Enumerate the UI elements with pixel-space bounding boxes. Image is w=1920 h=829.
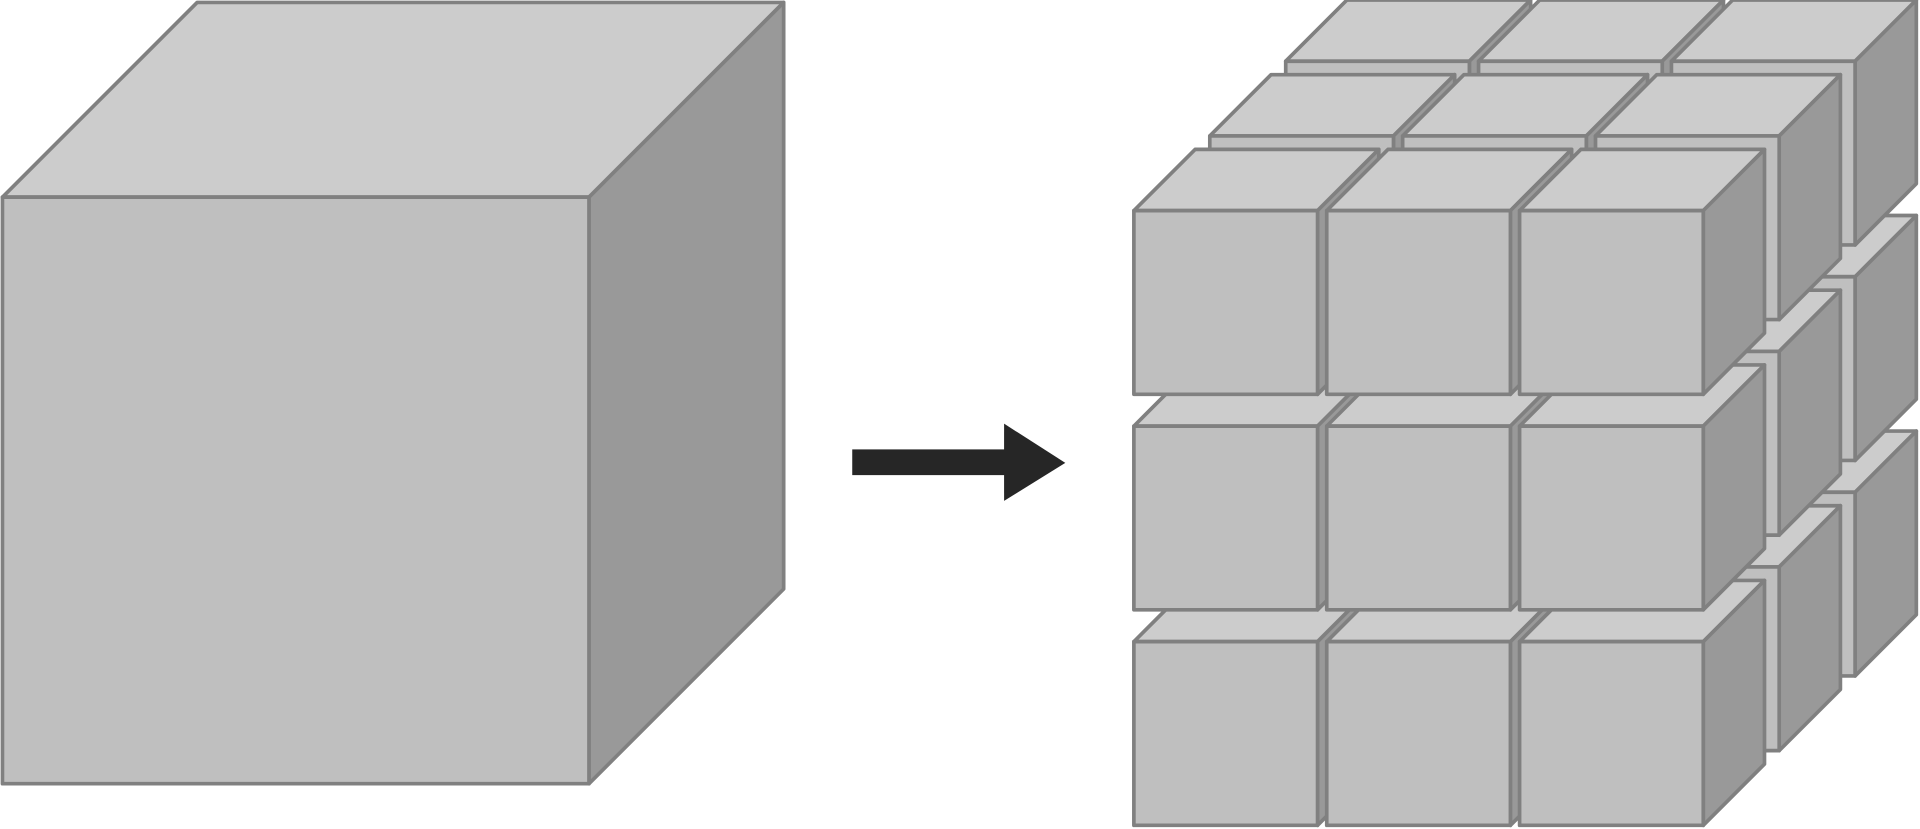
cube-grid: [1132, 0, 1919, 828]
large-cube-body: [0, 0, 786, 786]
cube-front-face: [1517, 424, 1706, 612]
large-cube: [0, 0, 786, 786]
small-cube-l0-r1-c2: [1517, 363, 1767, 612]
cube-front-face: [1132, 424, 1320, 612]
cube-front-face: [1517, 208, 1706, 397]
cube-front-face: [1324, 424, 1513, 612]
small-cube-l0-r0-c2: [1517, 147, 1767, 397]
cube-front-face: [1132, 639, 1320, 828]
cube-front-face: [1324, 639, 1513, 828]
arrow-head: [1004, 423, 1066, 501]
arrow-shaft: [852, 449, 1007, 476]
cube-front-face: [1132, 208, 1320, 397]
small-cube-l0-r2-c2: [1517, 578, 1767, 828]
arrow-icon: [852, 423, 1066, 501]
cube-front-face: [0, 195, 591, 786]
cube-front-face: [1324, 208, 1513, 397]
cube-front-face: [1517, 639, 1706, 828]
